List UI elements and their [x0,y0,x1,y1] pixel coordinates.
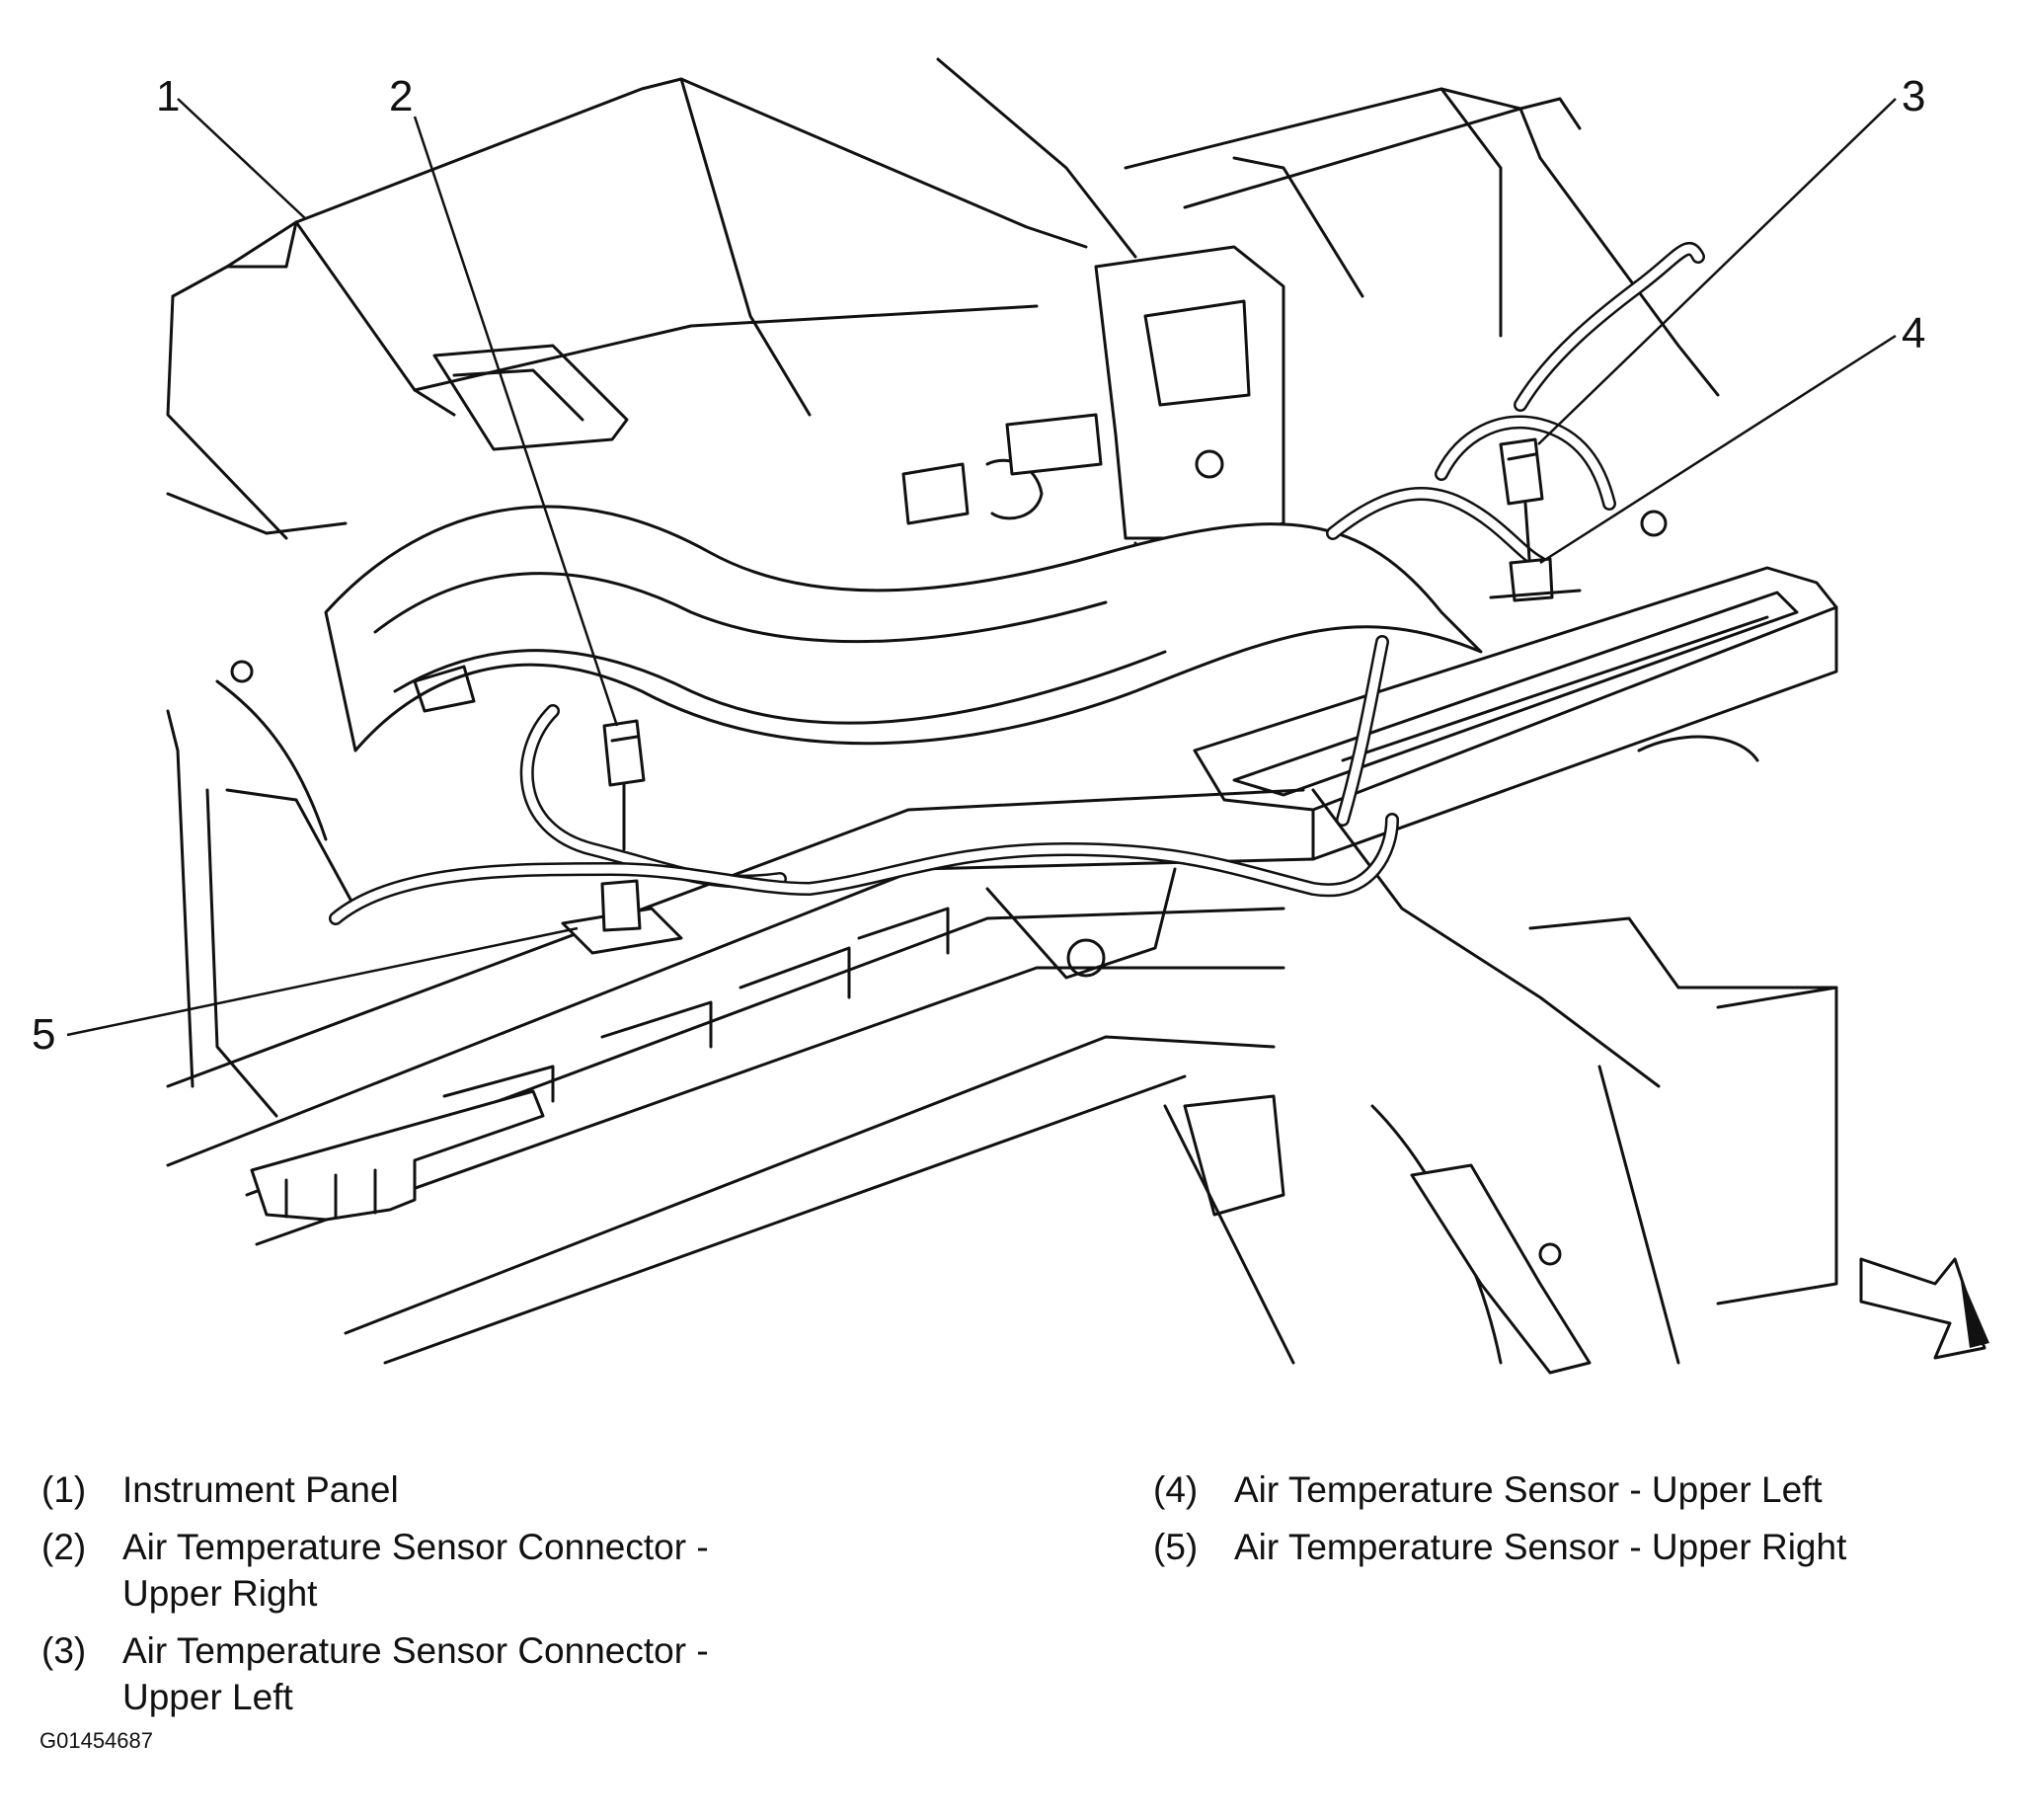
legend-number: (2) [41,1527,87,1567]
callout-2: 2 [389,72,413,120]
sensor-upper-right [561,879,683,955]
instrument-panel [166,57,1720,540]
wiring-harness [329,242,1705,925]
legend-item-5: (5) Air Temperature Sensor - Upper Right [1153,1524,2002,1570]
center-bracket [1094,245,1285,614]
legend-item-3: (3) Air Temperature Sensor Connector - U… [41,1627,930,1720]
legend-item-4: (4) Air Temperature Sensor - Upper Left [1153,1466,2002,1513]
lower-rail [166,788,1315,1365]
legend-item-1: (1) Instrument Panel [41,1466,930,1513]
connector-upper-left [1499,437,1544,575]
legend-text: Air Temperature Sensor Connector - Upper… [122,1630,709,1717]
callout-4: 4 [1902,309,1925,357]
legend-text: Air Temperature Sensor - Upper Left [1234,1469,1823,1510]
lower-right-structure [1163,788,1838,1375]
sensor-upper-left [1489,557,1582,602]
legend-text: Instrument Panel [122,1469,399,1510]
legend-number: (4) [1153,1469,1199,1510]
legend-item-2: (2) Air Temperature Sensor Connector - U… [41,1524,930,1617]
legend-number: (5) [1153,1527,1199,1567]
callout-3: 3 [1902,72,1925,120]
forward-arrow-icon [1859,1257,1989,1360]
legend-right-column: (4) Air Temperature Sensor - Upper Left … [1153,1466,2002,1581]
legend-text: Air Temperature Sensor Connector - Upper… [122,1527,709,1614]
connector-upper-right [602,719,646,851]
legend-number: (3) [41,1630,87,1671]
legend-text: Air Temperature Sensor - Upper Right [1234,1527,1847,1567]
legend-left-column: (1) Instrument Panel (2) Air Temperature… [41,1466,930,1731]
legend-number: (1) [41,1469,87,1510]
air-duct [324,344,1483,752]
callout-5: 5 [32,1010,55,1059]
callout-1: 1 [156,72,180,120]
background-components [230,413,1668,1266]
component-locator-drawing: 1 2 3 4 5 [32,57,1989,1375]
figure-id: G01454687 [39,1728,153,1753]
left-frame [166,492,357,1118]
leader-lines [66,98,1897,1037]
